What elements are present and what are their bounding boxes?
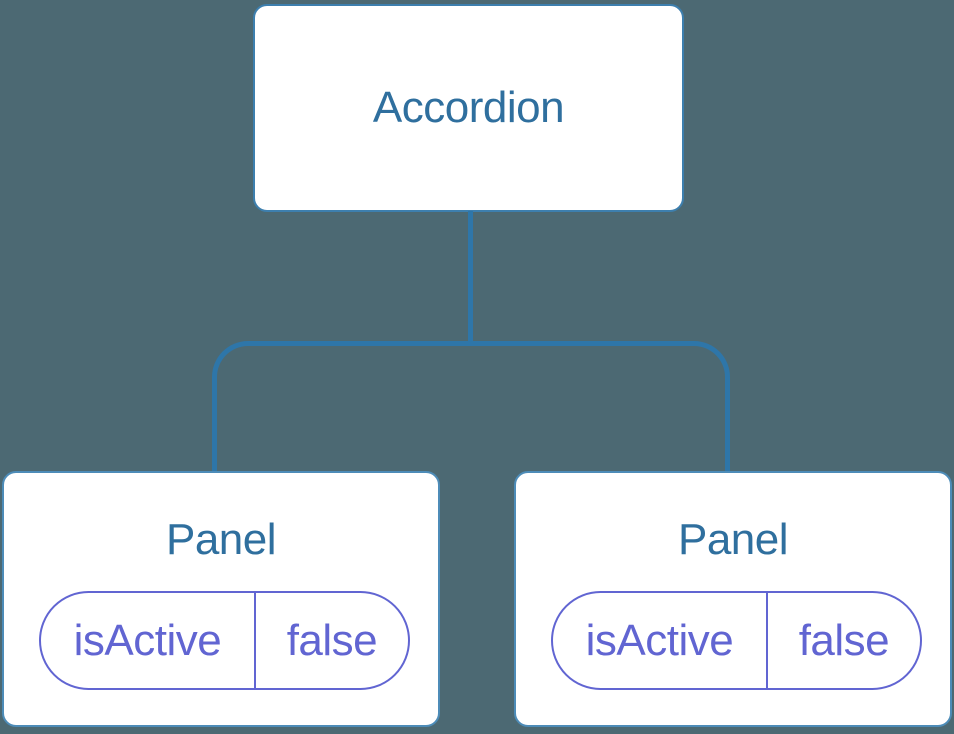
panel-2-label: Panel (677, 515, 789, 564)
panel-2-state-value: false (798, 615, 890, 665)
node-accordion: Accordion (253, 4, 684, 212)
connector-stem (468, 211, 473, 346)
panel-1-state-value: false (286, 615, 378, 665)
panel-1-state-key: isActive (41, 593, 256, 688)
node-panel-1: Panel isActive false (2, 471, 440, 727)
connector-bracket (212, 341, 730, 471)
panel-2-state-pill: isActive false (551, 591, 922, 690)
accordion-node-label: Accordion (372, 83, 565, 132)
node-panel-2: Panel isActive false (514, 471, 952, 727)
panel-1-state-pill: isActive false (39, 591, 410, 690)
panel-2-state-key: isActive (553, 593, 768, 688)
panel-1-label: Panel (165, 515, 277, 564)
